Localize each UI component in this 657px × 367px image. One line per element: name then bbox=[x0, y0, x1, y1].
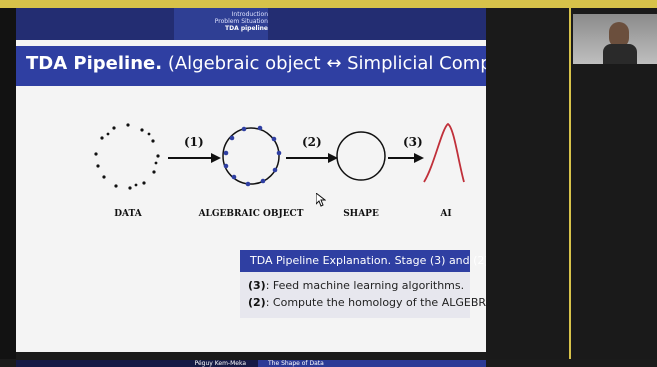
stage-label-shape: SHAPE bbox=[343, 209, 379, 219]
header-line-introduction: Introduction bbox=[231, 11, 268, 18]
arrow-2 bbox=[286, 153, 338, 163]
arrow-3 bbox=[388, 153, 424, 163]
header-line-problem-situation: Problem Situation bbox=[214, 18, 268, 25]
participant-face bbox=[609, 22, 629, 48]
footer-right: The Shape of Data bbox=[258, 360, 486, 367]
stage-label-algebraic-object: ALGEBRAIC OBJECT bbox=[198, 209, 304, 219]
arrow-2-label: (2) bbox=[302, 135, 322, 149]
arrow-1-label: (1) bbox=[184, 135, 204, 149]
explanation-item-3-text: : Feed machine learning algorithms. bbox=[265, 279, 465, 292]
title-bar bbox=[16, 46, 486, 86]
header-line-tda-pipeline: TDA pipeline bbox=[225, 25, 268, 32]
pipeline-diagram: (1) (2) (3) bbox=[94, 122, 465, 219]
explanation-box-header: TDA Pipeline Explanation. Stage (3) and … bbox=[240, 250, 492, 272]
data-points bbox=[94, 123, 160, 190]
footer-title: The Shape of Data bbox=[268, 360, 324, 367]
slide-title-bold: TDA Pipeline. bbox=[26, 53, 163, 74]
slide-title: TDA Pipeline. (Algebraic object ↔ Simpli… bbox=[26, 52, 531, 76]
slide-title-rest: (Algebraic object ↔ Simplicial Complex). bbox=[167, 53, 531, 74]
explanation-item-2: (2): Compute the homology of the ALGEBRA… bbox=[248, 295, 551, 310]
stage-label-ai: AI bbox=[439, 209, 451, 219]
explanation-box: (3): Feed machine learning algorithms. (… bbox=[240, 272, 551, 318]
footer-left: Péguy Kem-Meka bbox=[16, 360, 258, 367]
algebraic-object bbox=[222, 125, 282, 187]
stage-label-data: DATA bbox=[114, 209, 143, 219]
left-letterbox bbox=[0, 8, 16, 359]
top-highlight-bar bbox=[0, 0, 657, 8]
explanation-item-3: (3): Feed machine learning algorithms. bbox=[248, 278, 464, 293]
slide-header: Introduction Problem Situation TDA pipel… bbox=[16, 8, 486, 40]
video-panel bbox=[486, 8, 657, 359]
explanation-title: TDA Pipeline Explanation. Stage (3) and … bbox=[250, 254, 493, 267]
participant-video[interactable] bbox=[573, 14, 657, 64]
explanation-item-3-label: (3) bbox=[248, 279, 266, 292]
participant-shirt bbox=[603, 44, 637, 64]
ai-curve bbox=[423, 122, 465, 183]
panel-divider bbox=[569, 8, 571, 359]
footer-author: Péguy Kem-Meka bbox=[194, 360, 246, 367]
header-highlight bbox=[174, 8, 268, 40]
arrow-1 bbox=[168, 153, 221, 163]
explanation-item-2-text: : Compute the homology of the ALGEBRAIC … bbox=[265, 296, 551, 309]
explanation-item-2-label: (2) bbox=[248, 296, 266, 309]
presentation-slide: Introduction Problem Situation TDA pipel… bbox=[16, 8, 551, 367]
mouse-pointer-icon bbox=[316, 193, 326, 207]
shape-circle bbox=[336, 131, 386, 181]
arrow-3-label: (3) bbox=[403, 135, 423, 149]
